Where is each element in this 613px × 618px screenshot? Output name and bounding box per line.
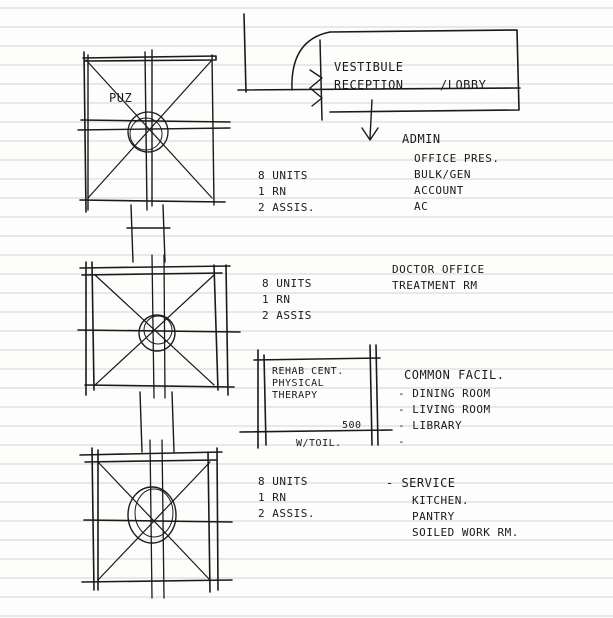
unit-block-2: 8 UNITS 1 RN 2 ASSIS bbox=[262, 276, 312, 324]
common-item: - LIBRARY bbox=[398, 419, 463, 432]
rehab-line: THERAPY bbox=[272, 390, 318, 401]
reception-label: RECEPTION bbox=[334, 78, 404, 92]
unit-block-1: 8 UNITS 1 RN 2 ASSIS. bbox=[258, 168, 315, 216]
module-top bbox=[77, 49, 231, 213]
common-item: - DINING ROOM bbox=[398, 387, 491, 400]
rehab-block bbox=[239, 344, 393, 449]
lobby-block bbox=[237, 13, 521, 141]
rehab-list: REHAB CENT. PHYSICAL THERAPY bbox=[272, 366, 344, 402]
unit-block-3: 8 UNITS 1 RN 2 ASSIS. bbox=[258, 474, 315, 522]
admin-line: AC bbox=[414, 200, 429, 213]
rehab-toilet: W/TOIL. bbox=[296, 438, 342, 449]
module-middle bbox=[77, 254, 241, 399]
unit-line: 8 UNITS bbox=[258, 475, 308, 488]
unit-line: 2 ASSIS. bbox=[258, 201, 315, 214]
service-title: - SERVICE bbox=[386, 476, 456, 490]
admin-line: BULK/GEN bbox=[414, 168, 471, 181]
common-item: - bbox=[398, 435, 406, 448]
vestibule-label: VESTIBULE bbox=[334, 60, 404, 74]
admin-list: OFFICE PRES. BULK/GEN ACCOUNT AC bbox=[414, 151, 499, 215]
service-list: KITCHEN. PANTRY SOILED WORK RM. bbox=[412, 493, 519, 541]
doctor-line: DOCTOR OFFICE bbox=[392, 263, 485, 276]
module-bottom bbox=[79, 439, 233, 599]
unit-line: 8 UNITS bbox=[262, 277, 312, 290]
lobby-label: /LOBBY bbox=[440, 78, 487, 92]
connector-2 bbox=[139, 391, 175, 453]
rehab-line: REHAB CENT. bbox=[272, 366, 344, 377]
common-title: COMMON FACIL. bbox=[404, 368, 505, 382]
admin-line: ACCOUNT bbox=[414, 184, 464, 197]
unit-line: 1 RN bbox=[258, 491, 287, 504]
connector-1 bbox=[126, 204, 171, 263]
unit-line: 8 UNITS bbox=[258, 169, 308, 182]
ruled-lines bbox=[0, 7, 613, 617]
admin-title: ADMIN bbox=[402, 132, 441, 146]
unit-line: 2 ASSIS bbox=[262, 309, 312, 322]
common-list: - DINING ROOM - LIVING ROOM - LIBRARY - bbox=[398, 386, 491, 450]
service-line: SOILED WORK RM. bbox=[412, 526, 519, 539]
service-line: PANTRY bbox=[412, 510, 455, 523]
room-label-top: PUZ bbox=[109, 91, 133, 105]
doctor-line: TREATMENT RM bbox=[392, 279, 478, 292]
doctor-block: DOCTOR OFFICE TREATMENT RM bbox=[392, 262, 485, 294]
unit-line: 1 RN bbox=[262, 293, 291, 306]
rehab-tag: 500 bbox=[342, 420, 362, 431]
unit-line: 1 RN bbox=[258, 185, 287, 198]
service-line: KITCHEN. bbox=[412, 494, 469, 507]
admin-line: OFFICE PRES. bbox=[414, 152, 500, 165]
common-item: - LIVING ROOM bbox=[398, 403, 491, 416]
rehab-line: PHYSICAL bbox=[272, 378, 325, 389]
unit-line: 2 ASSIS. bbox=[258, 507, 315, 520]
